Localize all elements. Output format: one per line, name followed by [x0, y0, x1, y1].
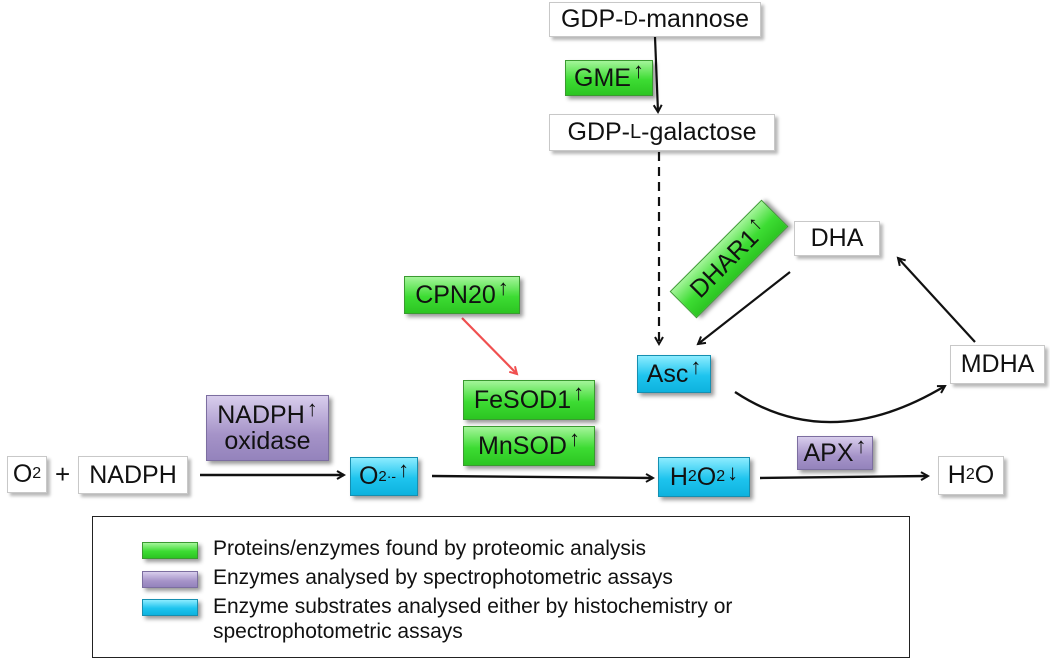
apx-node: APX↑	[797, 433, 873, 470]
arrow-asc-to-mdha	[734, 386, 945, 424]
nadph-node: NADPH	[78, 456, 188, 494]
mdha-node: MDHA	[950, 345, 1045, 384]
apx-up-arrow-icon: ↑	[855, 433, 867, 459]
mnsod-up-arrow-icon: ↑	[568, 426, 580, 452]
h2o2-down-arrow-icon: ↓	[727, 460, 739, 486]
legend-cyan-swatch	[142, 599, 198, 616]
cpn20-node: CPN20↑	[404, 276, 520, 314]
h2o2-o: O	[696, 462, 717, 491]
asc-up-arrow-icon: ↑	[690, 354, 702, 380]
arrow-mannose-to-galactose	[655, 36, 658, 112]
legend-item-substrates: Enzyme substrates analysed either by his…	[213, 595, 733, 643]
superoxide-up-arrow-icon: ↑	[398, 456, 410, 482]
arrow-mdha-to-dha	[898, 258, 976, 343]
gdp-l-galactose-node: GDP-L-galactose	[549, 114, 775, 151]
nadph-oxidase-line2: oxidase	[224, 427, 311, 455]
h2o2-sub1: 2	[687, 467, 697, 485]
arrow-dha-to-asc	[698, 271, 791, 344]
gme-node: GME↑	[565, 58, 653, 96]
nadph-oxidase-up-arrow-icon: ↑	[306, 395, 318, 421]
nadph-label: NADPH	[89, 460, 177, 489]
arrow-h2o2-to-h2o	[759, 476, 928, 478]
gme-label: GME	[574, 63, 631, 92]
legend-box: Proteins/enzymes found by proteomic anal…	[92, 516, 910, 658]
mnsod-label: MnSOD	[478, 431, 567, 460]
arrow-superoxide-to-h2o2	[431, 476, 653, 478]
gdp-d-mannose-pre: GDP-	[560, 5, 624, 34]
legend-purple-swatch	[142, 571, 198, 588]
gdp-d-mannose-post: -mannose	[637, 5, 750, 34]
superoxide-main: O	[358, 462, 379, 491]
dha-node: DHA	[794, 221, 880, 256]
legend-item-proteomic: Proteins/enzymes found by proteomic anal…	[213, 537, 647, 560]
gdp-l-galactose-l: L	[630, 121, 642, 143]
asc-label: Asc	[646, 359, 689, 388]
legend-item-spectrophotometric: Enzymes analysed by spectrophotometric a…	[213, 566, 673, 589]
fesod1-node: FeSOD1↑	[463, 380, 595, 420]
nadph-oxidase-line1-row: NADPH↑	[217, 397, 318, 429]
h2o2-sub2: 2	[716, 467, 726, 485]
arrow-cpn20-to-fesod1	[461, 317, 517, 374]
cpn20-label: CPN20	[415, 280, 496, 309]
fesod1-label: FeSOD1	[473, 385, 572, 414]
apx-label: APX	[803, 438, 854, 467]
superoxide-sup: ·-	[386, 468, 397, 485]
fesod1-up-arrow-icon: ↑	[573, 380, 585, 406]
h2o-o: O	[974, 461, 995, 490]
asc-node: Asc↑	[637, 355, 711, 393]
dha-label: DHA	[810, 224, 864, 253]
o2-main: O	[12, 460, 33, 489]
plus-sign: +	[55, 459, 71, 489]
cpn20-up-arrow-icon: ↑	[497, 275, 509, 301]
h2o-sub: 2	[965, 466, 975, 484]
superoxide-sub: 2	[378, 467, 387, 485]
legend-green-swatch	[142, 542, 198, 559]
h2o2-h: H	[669, 462, 688, 491]
gdp-l-galactose-pre: GDP-	[567, 118, 631, 147]
gme-up-arrow-icon: ↑	[632, 58, 644, 84]
mnsod-node: MnSOD↑	[463, 426, 595, 466]
h2o-h: H	[947, 461, 966, 490]
o2-sub: 2	[32, 465, 42, 483]
nadph-oxidase-node: NADPH↑ oxidase	[206, 395, 329, 461]
gdp-d-mannose-d: D	[623, 8, 638, 30]
nadph-oxidase-line1: NADPH	[217, 400, 305, 429]
mdha-label: MDHA	[960, 350, 1035, 379]
gdp-l-galactose-post: -galactose	[641, 118, 757, 147]
gdp-d-mannose-node: GDP-D-mannose	[549, 2, 761, 37]
